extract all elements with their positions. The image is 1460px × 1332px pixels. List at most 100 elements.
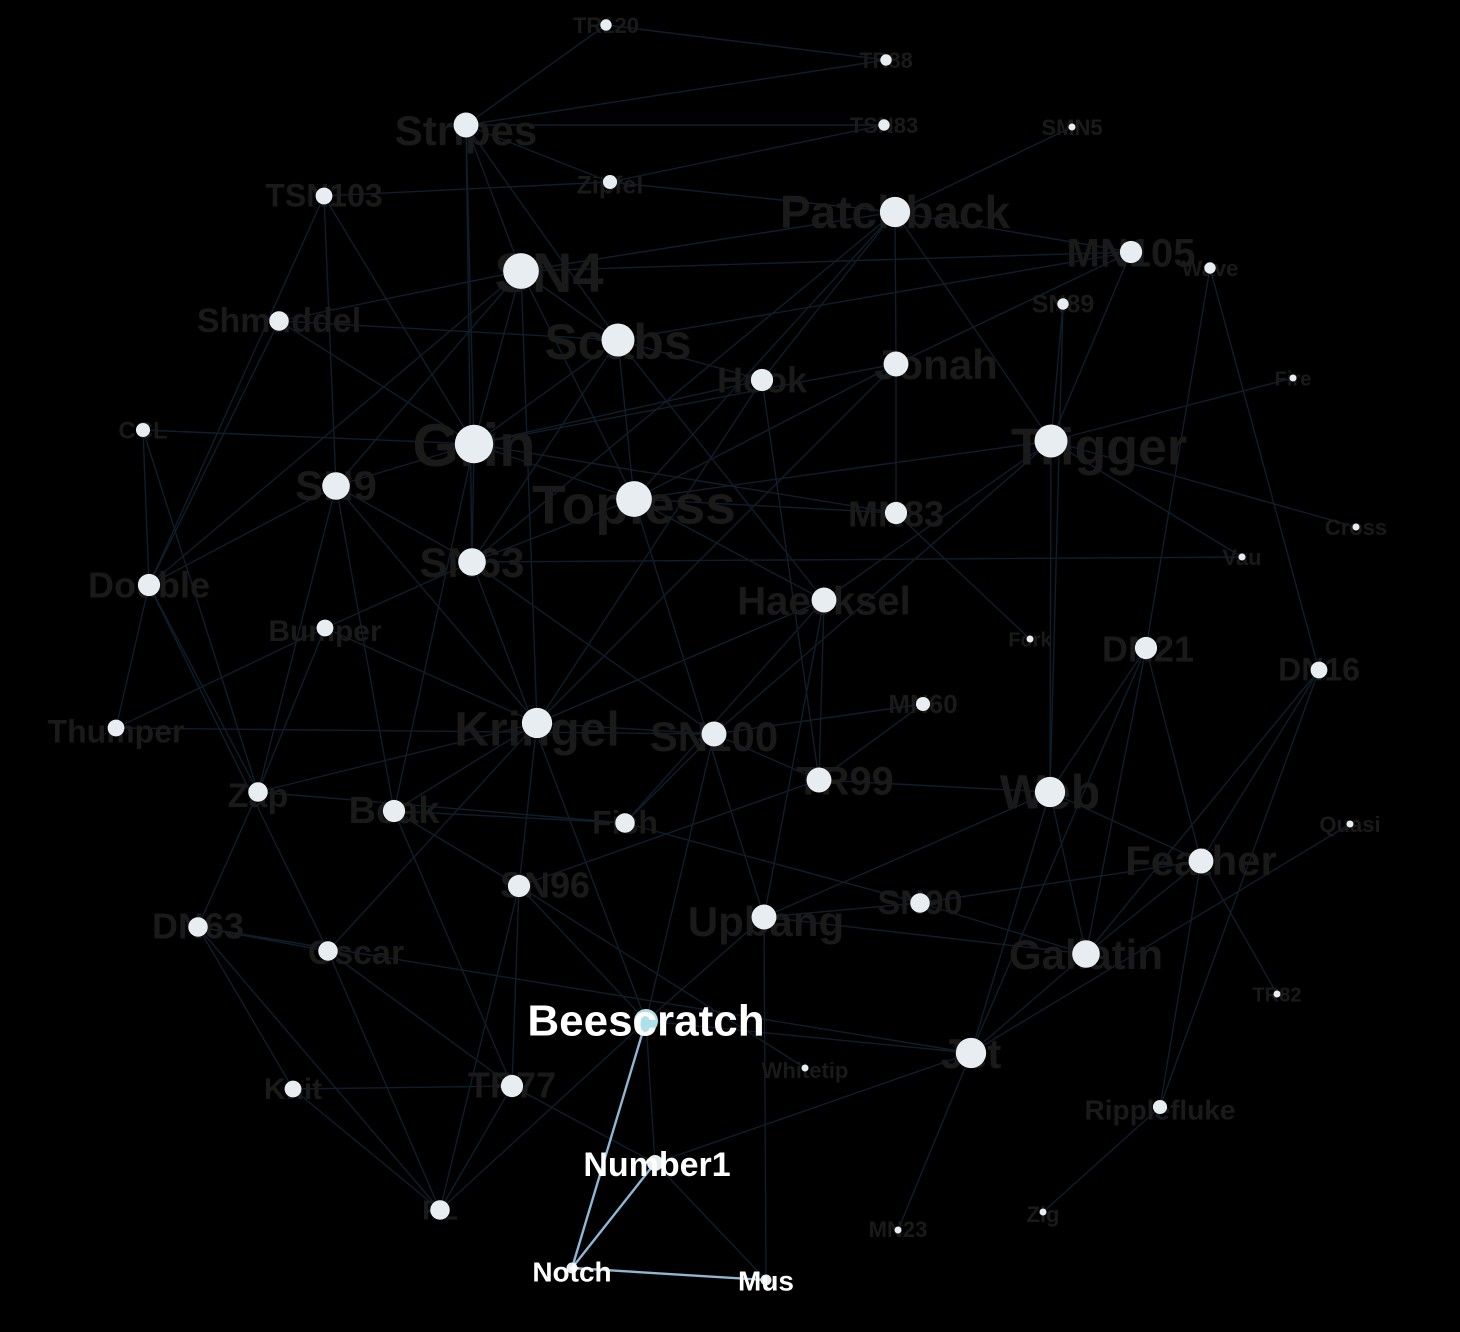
edge-patchback-hook (761, 211, 896, 381)
node-smn5[interactable] (1068, 123, 1076, 131)
node-upbang[interactable] (751, 904, 777, 930)
edge-topless-upbang (633, 498, 765, 918)
node-oscar[interactable] (318, 941, 338, 961)
node-whitetip[interactable] (801, 1064, 809, 1072)
node-web[interactable] (1034, 776, 1066, 808)
node-bumper[interactable] (316, 619, 334, 637)
node-jonah[interactable] (883, 351, 909, 377)
edge-tsn103-grin (323, 195, 475, 445)
edge-scabs-haecksel (617, 339, 825, 601)
node-pl[interactable] (430, 1200, 450, 1220)
node-trigger[interactable] (1034, 424, 1068, 458)
node-wave[interactable] (1204, 262, 1216, 274)
edge-sn4-kringel (520, 270, 538, 724)
edge-web-upbang (763, 791, 1051, 918)
node-vau[interactable] (1238, 553, 1246, 561)
edge-beescratch-jet (645, 1020, 972, 1054)
edge-beak-sn96 (393, 810, 520, 887)
edge-mn105-scabs (617, 251, 1132, 341)
edge-stripes-zipfel (465, 124, 611, 183)
node-grin[interactable] (454, 424, 494, 464)
node-sn90[interactable] (910, 893, 930, 913)
node-hook[interactable] (750, 368, 774, 392)
edge-dn16-gallatin (1085, 669, 1320, 955)
node-mn83[interactable] (884, 501, 908, 525)
node-fire[interactable] (1289, 374, 1297, 382)
node-tr99[interactable] (806, 767, 832, 793)
node-ripplefluke[interactable] (1152, 1099, 1168, 1115)
edge-tr77-pl (439, 1085, 513, 1211)
node-zig[interactable] (1039, 1208, 1047, 1216)
edge-bumper-zap (257, 627, 326, 793)
edge-grin-beak (393, 443, 475, 812)
edge-double-oscar (148, 584, 329, 952)
edge-topless-haecksel (633, 498, 825, 601)
node-tr120[interactable] (600, 19, 612, 31)
edge-mn105-trigger (1050, 251, 1132, 442)
node-notch[interactable] (566, 1262, 578, 1274)
edge-oscar-tr77 (327, 950, 513, 1087)
edge-knit-pl (292, 1088, 441, 1211)
node-thumper[interactable] (107, 719, 125, 737)
edge-double-zap (148, 584, 259, 793)
edge-shmuddel-grin (278, 320, 475, 445)
edge-quasi-jet (970, 823, 1351, 1054)
node-sn9[interactable] (322, 472, 350, 500)
node-mus[interactable] (760, 1274, 772, 1286)
edge-tr88-stripes (465, 59, 887, 126)
edge-mn60-tr99 (818, 703, 924, 781)
node-mn23[interactable] (894, 1226, 902, 1234)
node-tsn103[interactable] (315, 187, 333, 205)
edge-stripes-scabs (465, 124, 619, 341)
node-scabs[interactable] (601, 323, 635, 357)
node-zap[interactable] (248, 782, 268, 802)
edge-jet-number1 (654, 1052, 972, 1164)
node-feather[interactable] (1188, 848, 1214, 874)
node-cross[interactable] (1352, 523, 1360, 531)
node-mn105[interactable] (1119, 240, 1143, 264)
node-gallatin[interactable] (1072, 940, 1100, 968)
node-knit[interactable] (284, 1080, 302, 1098)
edge-feather-tr82 (1200, 860, 1278, 995)
node-mn60[interactable] (915, 696, 931, 712)
node-label-mus: Mus (738, 1265, 794, 1296)
node-haecksel[interactable] (811, 587, 837, 613)
edge-trigger-topless (633, 440, 1052, 500)
node-kringel[interactable] (521, 707, 553, 739)
edge-grin-topless (473, 443, 635, 500)
node-fork[interactable] (1026, 635, 1034, 643)
node-double[interactable] (137, 573, 161, 597)
node-shmuddel[interactable] (269, 311, 289, 331)
edge-patchback-jonah (894, 211, 897, 365)
edge-trigger-sn100 (713, 440, 1052, 735)
edge-knit-tr77 (292, 1085, 513, 1090)
node-patchback[interactable] (879, 196, 911, 228)
node-stripes[interactable] (453, 112, 479, 138)
node-tsn83[interactable] (878, 119, 890, 131)
node-jet[interactable] (955, 1037, 987, 1069)
node-tr88[interactable] (880, 54, 892, 66)
node-number1[interactable] (647, 1155, 663, 1171)
node-tr77[interactable] (500, 1074, 524, 1098)
node-beak[interactable] (382, 799, 406, 823)
node-topless[interactable] (616, 481, 652, 517)
node-zipfel[interactable] (602, 174, 618, 190)
edge-double-thumper (115, 584, 150, 729)
node-quasi[interactable] (1346, 820, 1354, 828)
node-sn89[interactable] (1057, 298, 1069, 310)
node-sn100[interactable] (701, 721, 727, 747)
node-sn96[interactable] (507, 874, 531, 898)
edge-sn63-bumper (324, 561, 473, 629)
node-beescratch[interactable] (634, 1009, 658, 1033)
edge-sn4-topless (520, 270, 635, 500)
node-ccl[interactable] (135, 422, 151, 438)
edge-tr77-number1 (511, 1085, 656, 1164)
edge-beak-tr77 (393, 810, 513, 1087)
node-fish[interactable] (615, 813, 635, 833)
node-sn63[interactable] (458, 548, 486, 576)
node-dn63[interactable] (188, 917, 208, 937)
node-dn16[interactable] (1310, 661, 1328, 679)
node-tr82[interactable] (1273, 990, 1281, 998)
node-dn21[interactable] (1134, 636, 1158, 660)
node-sn4[interactable] (503, 253, 539, 289)
